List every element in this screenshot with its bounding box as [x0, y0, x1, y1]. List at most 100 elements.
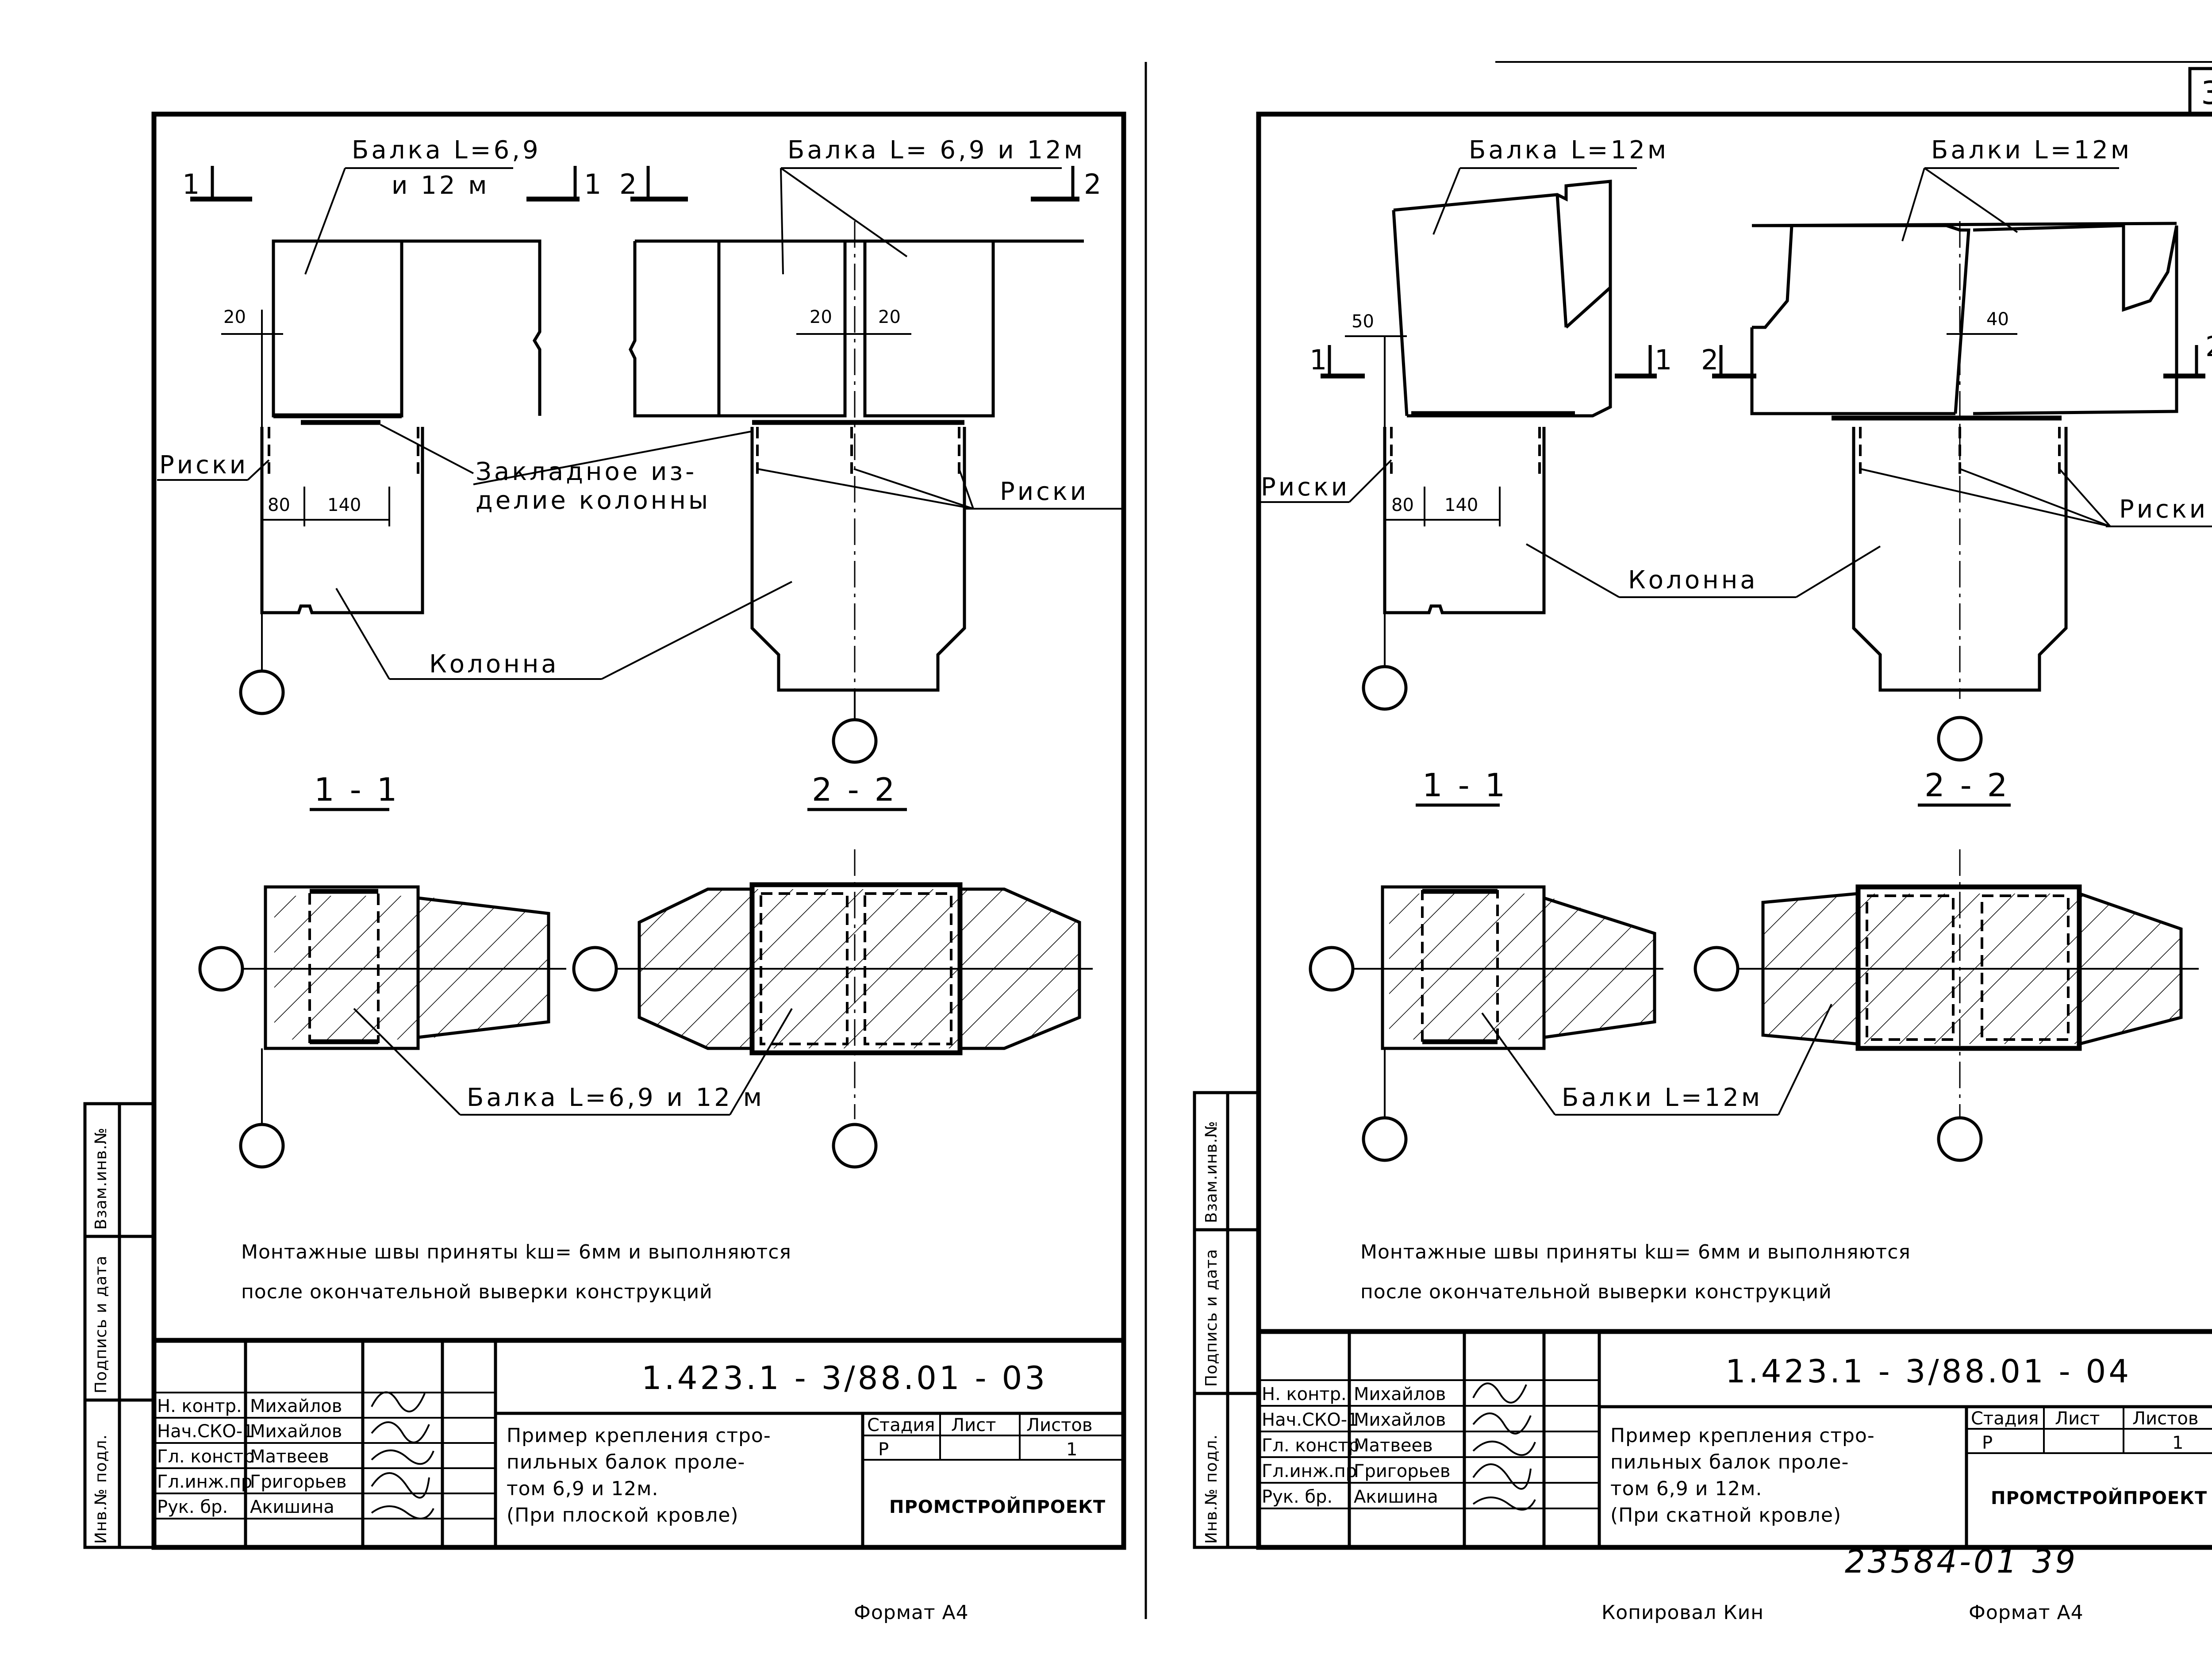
doc-title-r4: (При скатной кровле)	[1610, 1504, 1841, 1527]
dim-40: 40	[1986, 309, 2009, 330]
side-label-3: Взам.инв.№	[92, 1127, 110, 1230]
stage-header-r: Стадия	[1971, 1408, 2039, 1429]
page-number: 38	[2201, 74, 2212, 111]
doc-title-2: пильных балок проле-	[507, 1451, 745, 1473]
signer-name-r1: Михайлов	[1354, 1384, 1446, 1404]
section-mark-r1-right: 1	[1655, 344, 1676, 376]
dim-20a: 20	[810, 307, 832, 327]
signer-name-4: Григорьев	[250, 1472, 346, 1492]
section-mark-r1-left: 1	[1310, 344, 1331, 376]
left-elevation-1: 1 1 Балка L=6,9 и 12 м 20	[157, 136, 792, 715]
left-frame	[151, 111, 1126, 1550]
note-line-1: Монтажные швы приняты kш= 6мм и выполняю…	[241, 1241, 791, 1263]
section-mark-r2-right: 2	[2205, 330, 2212, 363]
page-number-box	[2188, 67, 2212, 116]
signer-name-r3: Матвеев	[1354, 1435, 1433, 1456]
dim-140-r: 140	[1444, 495, 1478, 515]
organization: ПРОМСТРОЙПРОЕКТ	[889, 1496, 1106, 1517]
section-title-r1: 1 - 1	[1422, 767, 1508, 804]
side-label-1-r: Инв.№ подл.	[1202, 1434, 1221, 1544]
left-plan-2	[572, 849, 1093, 1169]
signer-name-2: Михайлов	[250, 1421, 342, 1442]
beam-label-1: Балка L=6,9	[352, 136, 541, 165]
signer-name-1: Михайлов	[250, 1396, 342, 1416]
sheet-header: Лист	[951, 1415, 996, 1435]
plan-beam-label-r: Балки L=12м	[1562, 1083, 1763, 1112]
left-plan-1	[198, 885, 566, 1169]
section-title-r2: 2 - 2	[1924, 767, 2010, 804]
side-label-2: Подпись и дата	[92, 1255, 110, 1393]
label-riski-right: Риски	[1000, 477, 1089, 506]
signer-role-r5: Рук. бр.	[1262, 1487, 1333, 1507]
left-elevation-2: 2 2 Балка L= 6,9 и 12м 20 20	[619, 136, 1124, 764]
label-column-r: Колонна	[1628, 566, 1758, 595]
side-label-2-r: Подпись и дата	[1202, 1249, 1221, 1387]
sheet-header-r: Лист	[2055, 1408, 2100, 1429]
right-elevation-2: Балки L=12м 2 2 40 Риски	[1701, 136, 2212, 762]
signer-role-r2: Нач.СКО-1	[1262, 1410, 1359, 1430]
label-riski-left: Риски	[159, 451, 248, 480]
label-embedded-1: Закладное из-	[476, 457, 697, 486]
doc-title-r2: пильных балок проле-	[1610, 1451, 1849, 1473]
sheets-header: Листов	[1026, 1415, 1092, 1435]
right-sheet: 38 Инв.№ подл. Подпись и дата Взам.инв.№…	[1193, 61, 2212, 1624]
doc-code: 1.423.1 - 3/88.01 - 03	[641, 1359, 1048, 1397]
right-frame	[1256, 111, 2212, 1550]
doc-title-1: Пример крепления стро-	[507, 1424, 771, 1447]
signer-role-r3: Гл. констр	[1262, 1435, 1359, 1456]
right-plan-2	[1694, 849, 2199, 1162]
dim-50: 50	[1352, 311, 1374, 332]
note-line-2: после окончательной выверки конструкций	[241, 1281, 713, 1303]
doc-title-r1: Пример крепления стро-	[1610, 1424, 1875, 1447]
sheets-total: 1	[1066, 1439, 1077, 1460]
signer-name-5: Акишина	[250, 1497, 334, 1517]
signer-role-r1: Н. контр.	[1262, 1384, 1347, 1404]
left-title-block: Н. контр. Михайлов Нач.СКО-1 Михайлов Гл…	[154, 1338, 1124, 1547]
stage-header: Стадия	[867, 1415, 935, 1435]
note-line-2-r: после окончательной выверки конструкций	[1360, 1281, 1832, 1303]
signer-name-r5: Акишина	[1354, 1487, 1438, 1507]
footer-format-r: Формат А4	[1969, 1601, 2084, 1624]
right-title-block: Н. контр. Михайлов Нач.СКО-1 Михайлов Гл…	[1259, 1329, 2212, 1547]
label-riski-left-r: Риски	[1261, 473, 1350, 502]
beam-label-1b: и 12 м	[392, 171, 490, 200]
signer-role-1: Н. контр.	[157, 1396, 242, 1416]
signer-role-2: Нач.СКО-1	[157, 1421, 254, 1442]
section-mark-1-right: 1	[584, 168, 606, 200]
doc-title-r3: том 6,9 и 12м.	[1610, 1477, 1762, 1500]
dim-20: 20	[223, 307, 246, 327]
beam-label-r2: Балки L=12м	[1931, 136, 2132, 165]
section-mark-2-right: 2	[1084, 168, 1106, 200]
doc-code-r: 1.423.1 - 3/88.01 - 04	[1725, 1353, 2131, 1390]
section-title-2-2: 2 - 2	[812, 771, 897, 808]
beam-label-2: Балка L= 6,9 и 12м	[787, 136, 1085, 165]
signer-role-5: Рук. бр.	[157, 1497, 228, 1517]
side-label-1: Инв.№ подл.	[92, 1434, 110, 1544]
organization-r: ПРОМСТРОЙПРОЕКТ	[1991, 1487, 2207, 1508]
label-column: Колонна	[429, 650, 559, 679]
dim-20b: 20	[878, 307, 901, 327]
left-sheet: Инв.№ подл. Подпись и дата Взам.инв.№ 1 …	[83, 111, 1126, 1624]
signer-name-3: Матвеев	[250, 1447, 329, 1467]
left-side-stamp: Инв.№ подл. Подпись и дата Взам.инв.№	[83, 1102, 156, 1549]
sheets-header-r: Листов	[2132, 1408, 2198, 1429]
stage-value-r: Р	[1982, 1433, 1993, 1453]
signature-scribble-r	[1472, 1382, 1536, 1511]
sheets-total-r: 1	[2172, 1433, 2183, 1453]
handwritten-number: 23584-01 39	[1845, 1543, 2078, 1580]
section-title-1-1: 1 - 1	[314, 771, 399, 808]
note-line-1-r: Монтажные швы приняты kш= 6мм и выполняю…	[1360, 1241, 1911, 1263]
section-mark-r2-left: 2	[1701, 344, 1723, 376]
dim-140: 140	[327, 495, 361, 515]
section-mark-1-left: 1	[182, 168, 204, 200]
signature-scribble	[371, 1391, 434, 1520]
doc-title-3: том 6,9 и 12м.	[507, 1477, 658, 1500]
beam-label-r1: Балка L=12м	[1469, 136, 1669, 165]
dim-80: 80	[268, 495, 290, 515]
label-embedded-2: делие колонны	[476, 486, 710, 515]
section-mark-2-left: 2	[619, 168, 641, 200]
dim-80-r: 80	[1391, 495, 1414, 515]
side-label-3-r: Взам.инв.№	[1202, 1120, 1221, 1223]
right-elevation-1: Балка L=12м 50 1 1 80 140	[1259, 136, 1881, 711]
